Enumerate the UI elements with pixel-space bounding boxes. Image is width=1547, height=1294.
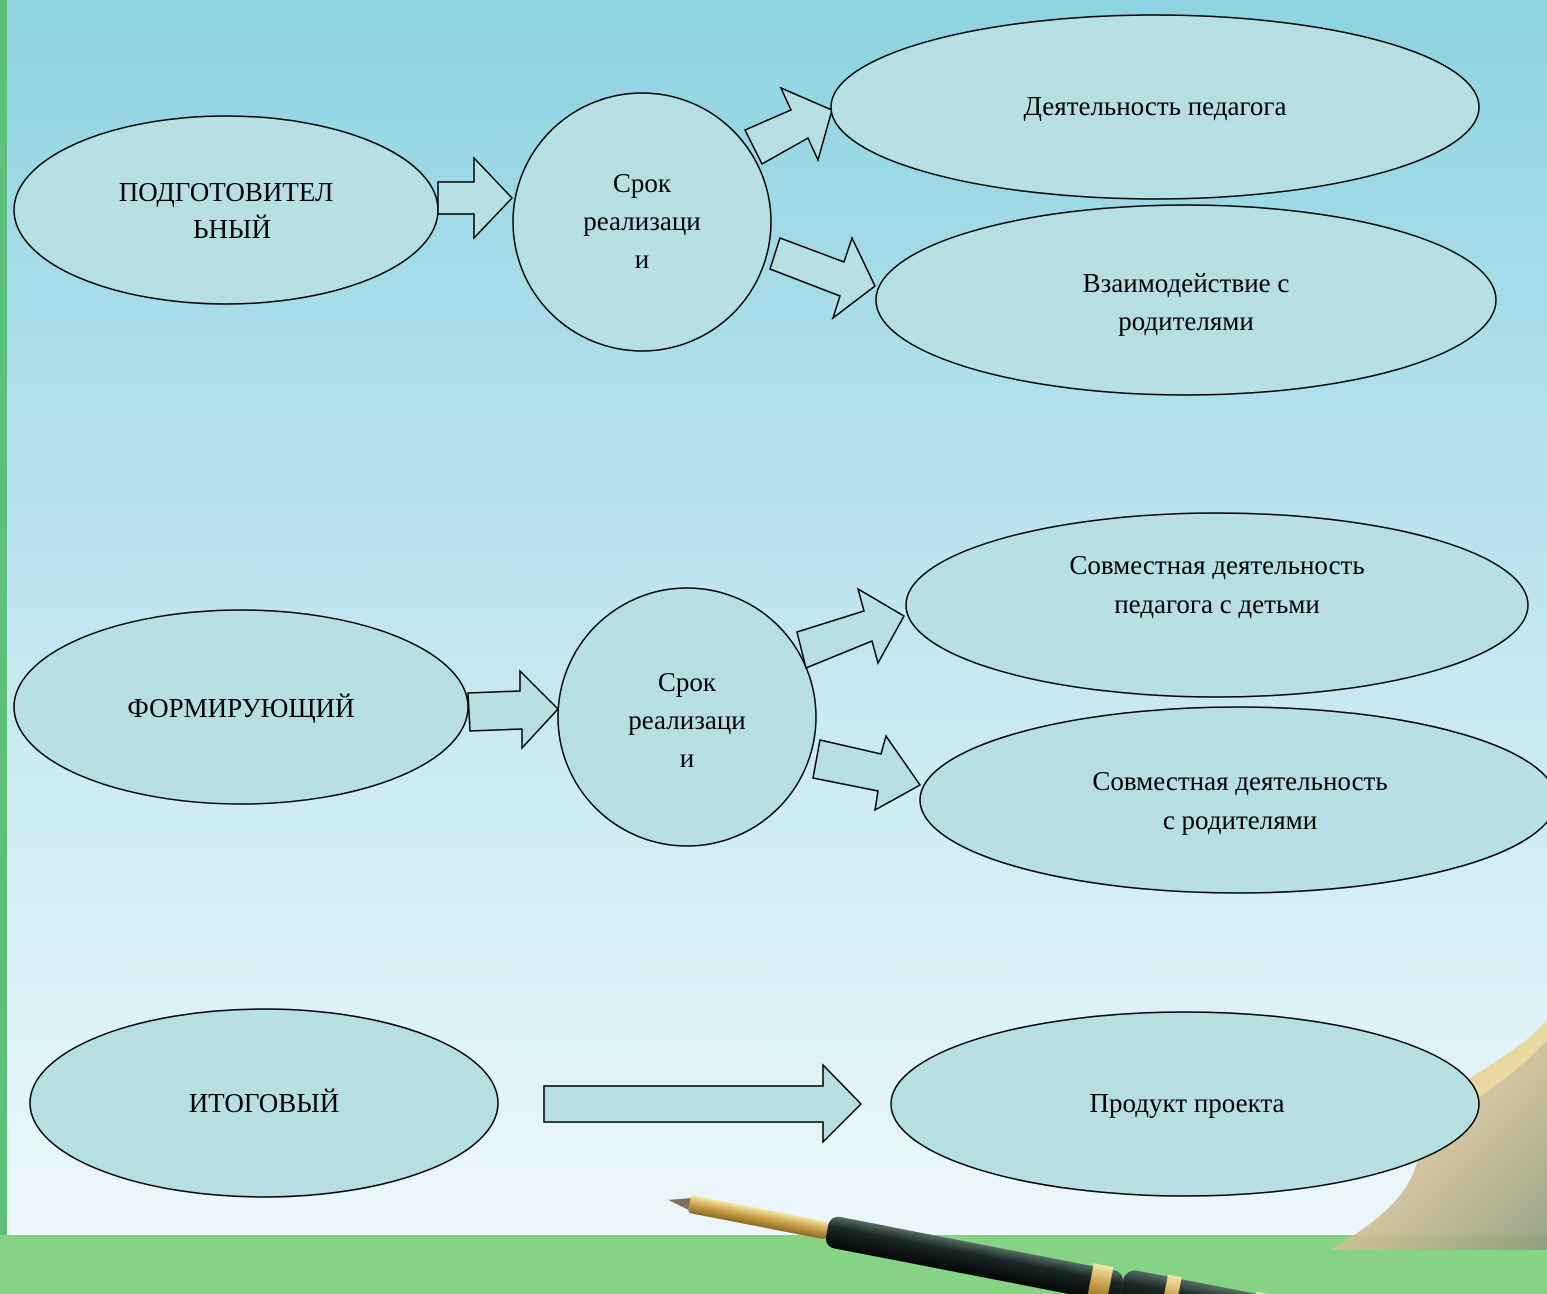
term-label-line: Срок <box>658 667 717 697</box>
arrow-term-to-outcome-1 <box>743 86 833 166</box>
stage-name-line: ФОРМИРУЮЩИЙ <box>127 693 354 723</box>
outcome-ellipse <box>905 512 1529 698</box>
outcome-label-line: Совместная деятельность <box>1092 766 1387 796</box>
stage-name-line: ЬНЫЙ <box>193 214 271 244</box>
arrow-term-to-outcome-2 <box>769 236 876 321</box>
term-circle <box>557 587 817 847</box>
outcome-ellipse <box>919 706 1547 894</box>
left-stripe <box>0 0 7 1235</box>
stage-row-forming <box>13 512 1547 894</box>
term-label-line: реализаци <box>583 206 701 236</box>
outcome-ellipse <box>875 204 1497 396</box>
stage-row-preparatory <box>13 14 1497 396</box>
stage-name-line: ИТОГОВЫЙ <box>189 1088 340 1118</box>
outcome-label-line: Взаимодействие с <box>1083 268 1290 298</box>
arrow-term-to-outcome-2 <box>812 734 922 812</box>
bottom-band <box>0 1235 1547 1294</box>
stage-row-final <box>29 1008 1480 1198</box>
term-label-line: реализаци <box>628 705 746 735</box>
arrow-stage-to-term <box>467 669 560 750</box>
term-label-line: и <box>680 743 694 773</box>
outcome-ellipse <box>890 1011 1480 1197</box>
outcome-label-line: Совместная деятельность <box>1069 550 1364 580</box>
arrow-stage-to-outcome <box>543 1063 863 1144</box>
stage-ellipse-preparatory <box>13 115 439 305</box>
arrow-stage-to-term <box>437 156 514 240</box>
outcome-label-line: родителями <box>1118 306 1254 336</box>
outcome-label-line: Продукт проекта <box>1090 1088 1285 1118</box>
outcome-ellipse <box>830 14 1480 200</box>
outcome-label-line: Деятельность педагога <box>1024 91 1287 121</box>
term-label-line: и <box>635 244 649 274</box>
outcome-label-line: педагога с детьми <box>1114 589 1320 619</box>
stage-ellipse-final <box>29 1008 499 1198</box>
term-circle <box>512 92 772 352</box>
arrow-term-to-outcome-1 <box>796 587 906 670</box>
term-label-line: Срок <box>613 168 672 198</box>
stage-name-line: ПОДГОТОВИТЕЛ <box>119 177 334 207</box>
outcome-label-line: с родителями <box>1163 805 1317 835</box>
